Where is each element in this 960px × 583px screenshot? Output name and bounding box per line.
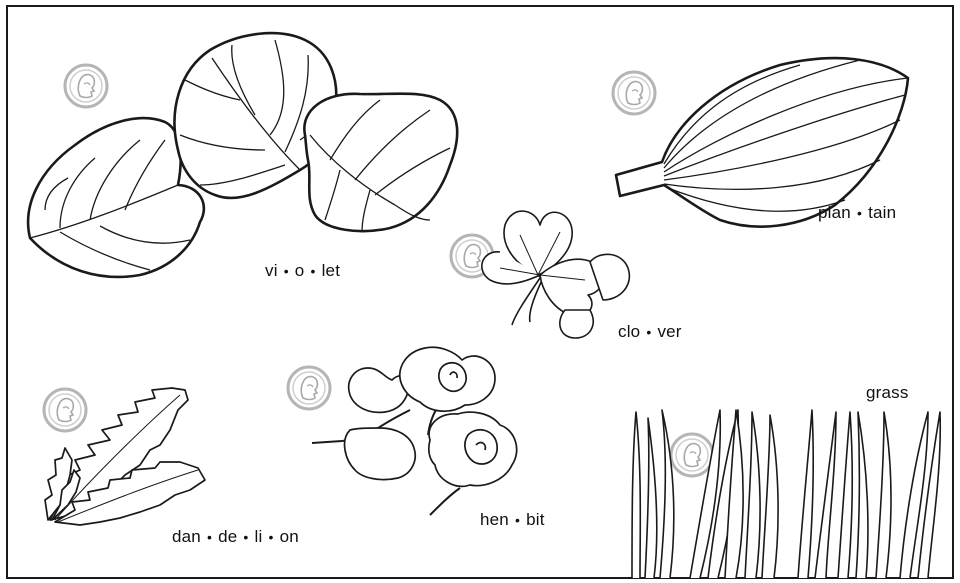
syllable-dot: • [268,529,273,545]
syllable-dot: • [284,263,289,279]
label-henbit: hen • bit [480,510,545,530]
penny-icon [44,389,86,431]
syllable-dot: • [243,529,248,545]
syllable: bit [526,510,545,529]
syllable-dot: • [646,324,651,340]
label-violet: vi • o • let [265,261,340,281]
label-grass: grass [866,383,909,403]
syllable: let [322,261,341,280]
syllable: ver [657,322,681,341]
syllable: clo [618,322,640,341]
syllable-dot: • [310,263,315,279]
grass-blades-icon [632,410,940,578]
label-dandelion: dan • de • li • on [172,527,299,547]
plantain-leaf-icon [616,58,908,226]
syllable: on [280,527,299,546]
clover-icon [482,211,630,338]
penny-icon [671,434,713,476]
syllable: de [218,527,237,546]
henbit-icon [312,347,517,515]
syllable-dot: • [515,512,520,528]
syllable: dan [172,527,201,546]
label-plantain: plan • tain [818,203,896,223]
syllable: grass [866,383,909,402]
label-clover: clo • ver [618,322,682,342]
syllable: li [255,527,263,546]
syllable: tain [868,203,896,222]
syllable-dot: • [857,205,862,221]
penny-icon [65,65,107,107]
syllable: vi [265,261,278,280]
syllable: o [295,261,305,280]
syllable: plan [818,203,851,222]
penny-icon [288,367,330,409]
penny-icon [613,72,655,114]
syllable: hen [480,510,509,529]
syllable-dot: • [207,529,212,545]
